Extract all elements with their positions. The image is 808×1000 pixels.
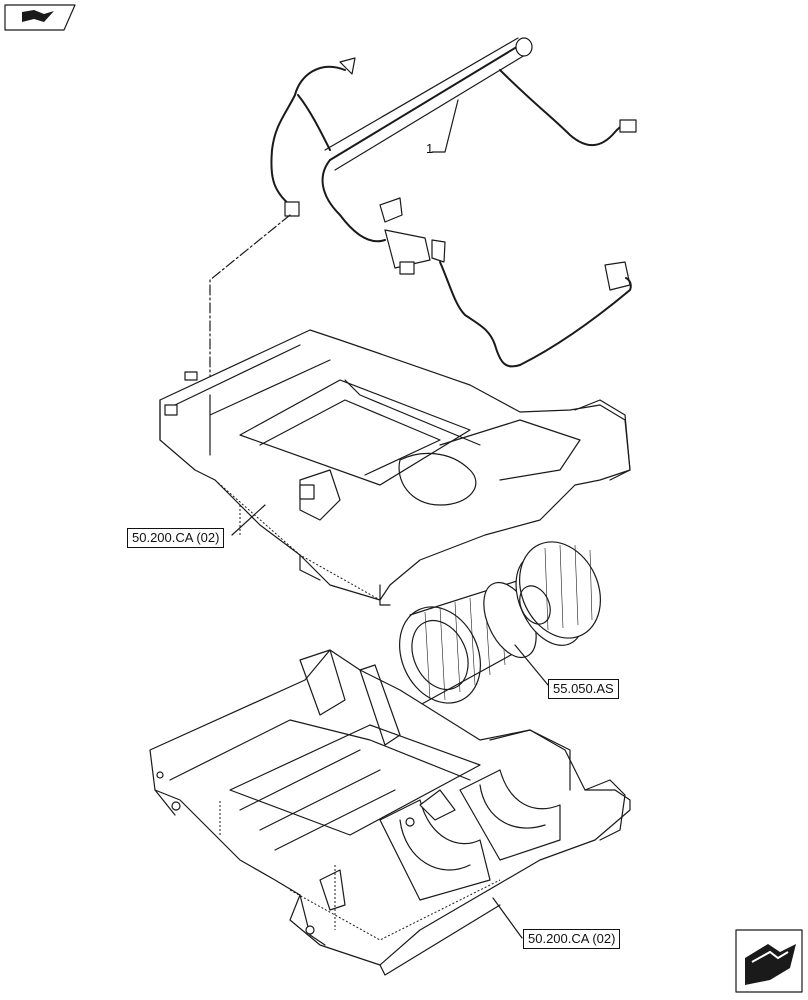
blower-motor xyxy=(398,541,602,706)
callout-housing-upper[interactable]: 50.200.CA (02) xyxy=(127,528,225,548)
wiring-harness xyxy=(270,37,637,368)
callout-blower[interactable]: 55.050.AS xyxy=(548,679,619,699)
callout-housing-lower[interactable]: 50.200.CA (02) xyxy=(523,929,621,949)
callout-harness: 1 xyxy=(426,141,434,156)
next-page-arrow-icon[interactable] xyxy=(735,929,803,993)
book-icon[interactable] xyxy=(4,4,76,31)
hvac-housing-lower xyxy=(149,649,631,976)
hvac-housing-upper xyxy=(159,329,631,606)
